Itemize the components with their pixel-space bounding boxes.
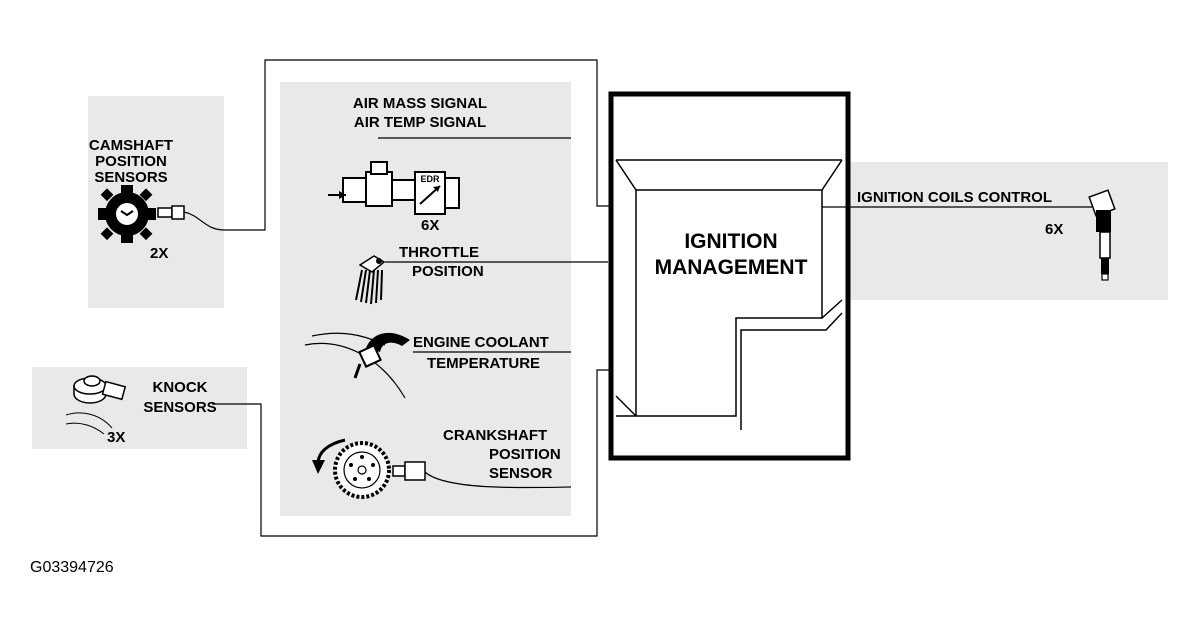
camshaft-label-line3: SENSORS [94,169,167,186]
camshaft-sensor-icon [98,185,185,243]
air-mass-count: 6X [421,217,439,234]
throttle-label-line1: THROTTLE [399,244,479,261]
air-mass-label-line1: AIR MASS SIGNAL [353,95,487,112]
throttle-sensor-icon [355,255,386,305]
camshaft-label-line1: CAMSHAFT [89,137,173,154]
output-label: IGNITION COILS CONTROL [857,189,1052,206]
figure-id: G03394726 [30,559,114,576]
throttle-label-line2: POSITION [412,263,484,280]
ignition-module-frame [608,91,851,461]
air-mass-label-line2: AIR TEMP SIGNAL [354,114,486,131]
ignition-coil-icon [1088,189,1116,281]
air-mass-edr-label: EDR [420,174,440,184]
knock-panel [32,367,247,449]
harness-loop [212,59,628,537]
camshaft-wire [183,211,225,231]
crankshaft-wire [424,471,572,489]
module-title-line1: IGNITION [684,230,777,253]
output-count: 6X [1045,221,1063,238]
coolant-sensor-icon [304,332,410,399]
crankshaft-label-line2: POSITION [489,446,561,463]
ignition-module-bevel [615,159,843,430]
output-panel [850,162,1168,300]
air-mass-meter-icon [328,161,460,215]
coolant-label-line2: TEMPERATURE [427,355,540,372]
crankshaft-label-line3: SENSOR [489,465,553,482]
crankshaft-label-line1: CRANKSHAFT [443,427,547,444]
coolant-label-line1: ENGINE COOLANT [413,334,549,351]
sensor-panel [280,82,571,516]
crankshaft-sensor-icon [312,438,426,499]
camshaft-panel [88,96,224,308]
knock-count: 3X [107,429,125,446]
knock-sensor-icon [65,375,127,435]
camshaft-label-line2: POSITION [95,153,167,170]
module-title-line2: MANAGEMENT [655,256,808,279]
knock-label-line1: KNOCK [153,379,208,396]
knock-label-line2: SENSORS [143,399,216,416]
camshaft-count: 2X [150,245,168,262]
